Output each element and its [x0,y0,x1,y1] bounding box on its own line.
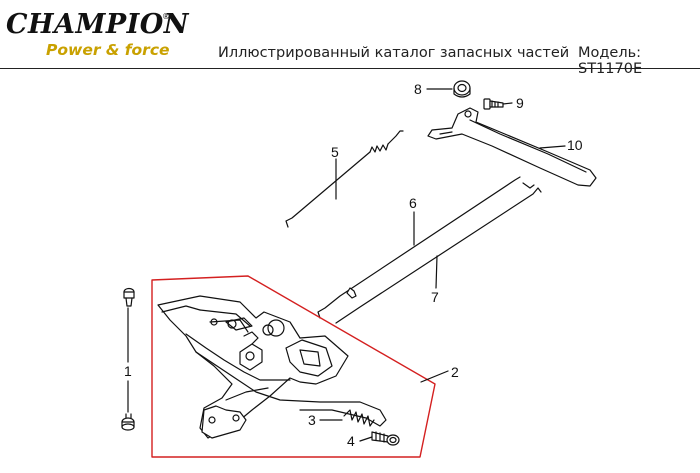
part-10-leader [539,145,566,149]
part-label-9: 9 [516,95,524,111]
part-label-7: 7 [431,289,439,305]
part-9-leader [502,102,513,105]
part-1-bottom-bolt [121,413,135,431]
parts-diagram: 1 2 3 4 5 6 7 8 9 10 [121,80,597,458]
part-10-lever [427,107,597,187]
part-label-1: 1 [124,363,132,379]
logo-registered-mark: ® [162,12,170,21]
part-8-nut [453,80,471,98]
part-label-6: 6 [409,195,417,211]
part-1-top-bolt [123,287,135,307]
part-9-bolt [483,98,504,110]
catalog-title: Иллюстрированный каталог запасных частей [218,45,570,61]
part-7-rod [335,182,542,324]
part-label-8: 8 [414,81,422,97]
part-label-4: 4 [347,433,355,449]
model-label: Модель: ST1170E [578,45,643,77]
page-header: CHAMPION ® Power & force Иллюстрированны… [0,0,700,77]
part-label-5: 5 [331,144,339,160]
logo-tagline: Power & force [46,41,170,59]
part-label-3: 3 [308,412,316,428]
part-2-leader [420,370,449,383]
part-4-leader [359,436,373,442]
champion-logo: CHAMPION ® Power & force [6,10,188,62]
part-3-spring [343,409,375,427]
logo-brand: CHAMPION [6,9,189,40]
part-6-rod [317,176,521,319]
part-7-leader [435,255,438,289]
part-5-spring-rod [285,130,404,228]
part-2-bracket-assembly [157,295,387,439]
header-divider [0,68,700,69]
part-label-2: 2 [451,364,459,380]
part-4-screw [371,431,400,446]
part-2-highlight-outline [151,275,436,458]
part-label-10: 10 [567,137,583,153]
